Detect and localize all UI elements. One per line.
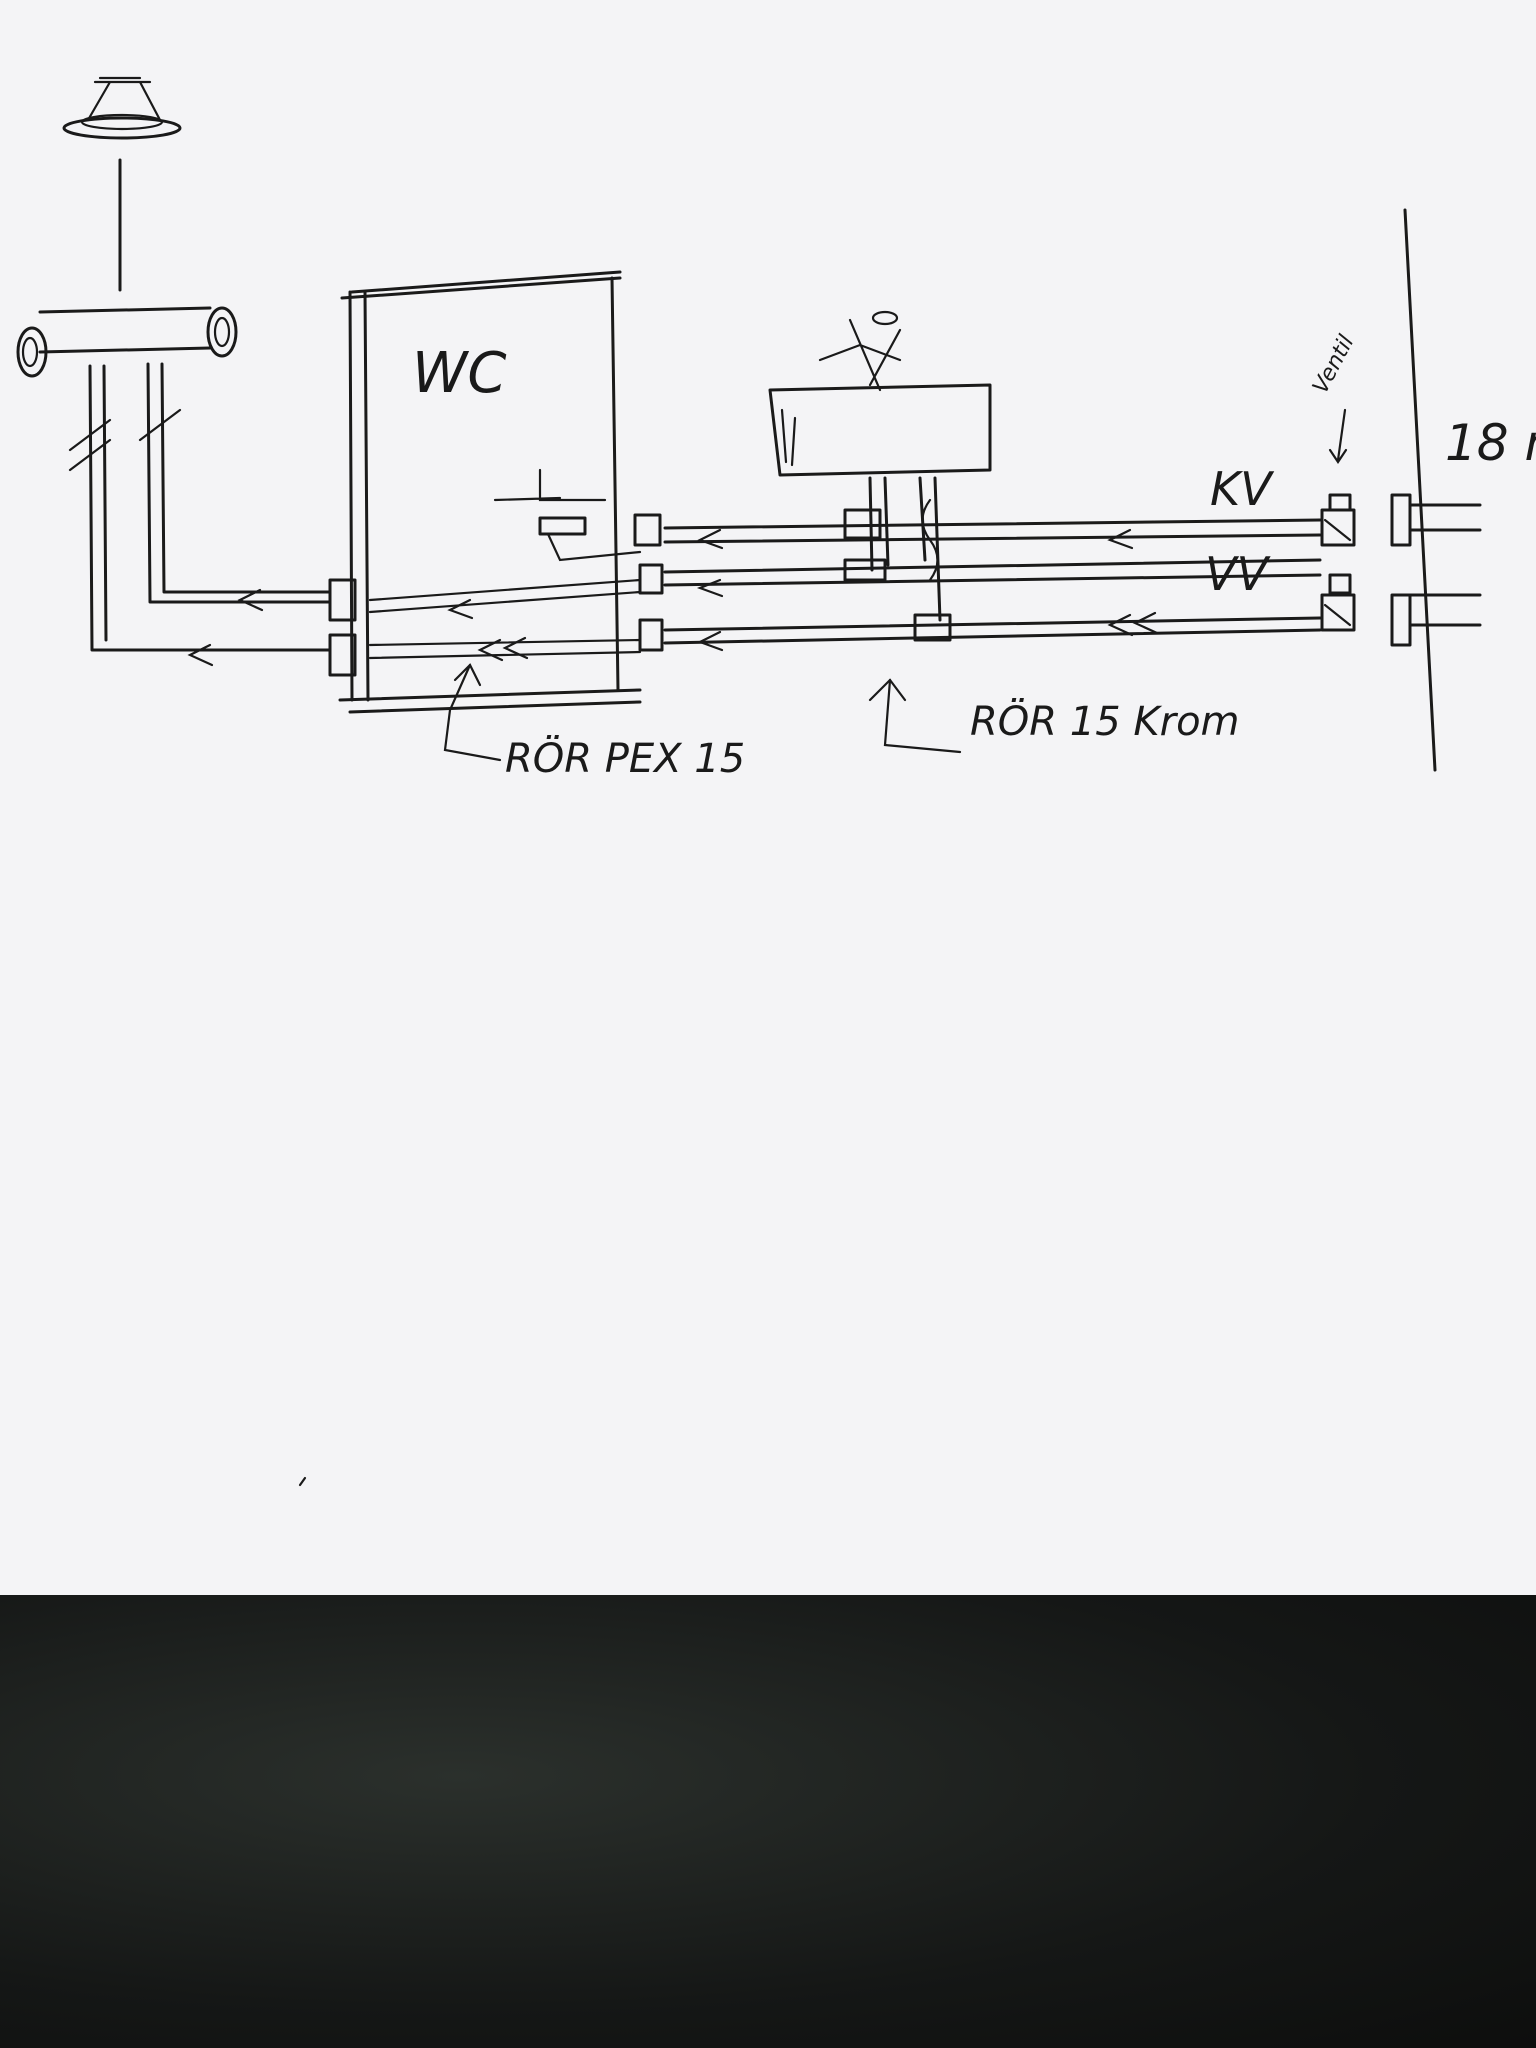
copper-pipe-label: RÖR 15 Krom [970,697,1240,745]
dimension-label: 18 m [1445,414,1536,472]
pex-pointer-icon [443,663,502,762]
sink-feed [843,476,952,642]
ventil-arrow-icon [1328,408,1348,464]
wc-box [338,270,642,714]
kv-valve-icon [1320,493,1356,547]
pex-pipe-label: RÖR PEX 15 [505,734,745,782]
copper-pointer-icon [868,678,962,754]
shower-head-icon [62,76,182,140]
plumbing-sketch: WC [16,76,1536,1487]
ventil-label: Ventil [1308,331,1359,398]
sink-icon [768,310,992,477]
kv-label: KV [1210,462,1275,516]
supply-pipes [368,518,1322,660]
wc-label: WC [412,341,506,406]
wc-right-connectors [633,513,664,652]
vv-label: VV [1205,547,1271,601]
flow-arrows [187,528,1159,667]
wc-valve-icon [493,468,642,562]
shower-pipes [68,362,332,652]
stray-mark [298,1476,307,1487]
vv-valve-icon [1320,573,1356,632]
dark-fabric [0,1595,1536,2048]
right-wall [1403,208,1437,772]
shower-mixer [16,306,238,378]
paper-sheet [0,0,1536,1600]
wall-penetrations [1390,493,1482,647]
wc-left-connectors [328,578,357,677]
